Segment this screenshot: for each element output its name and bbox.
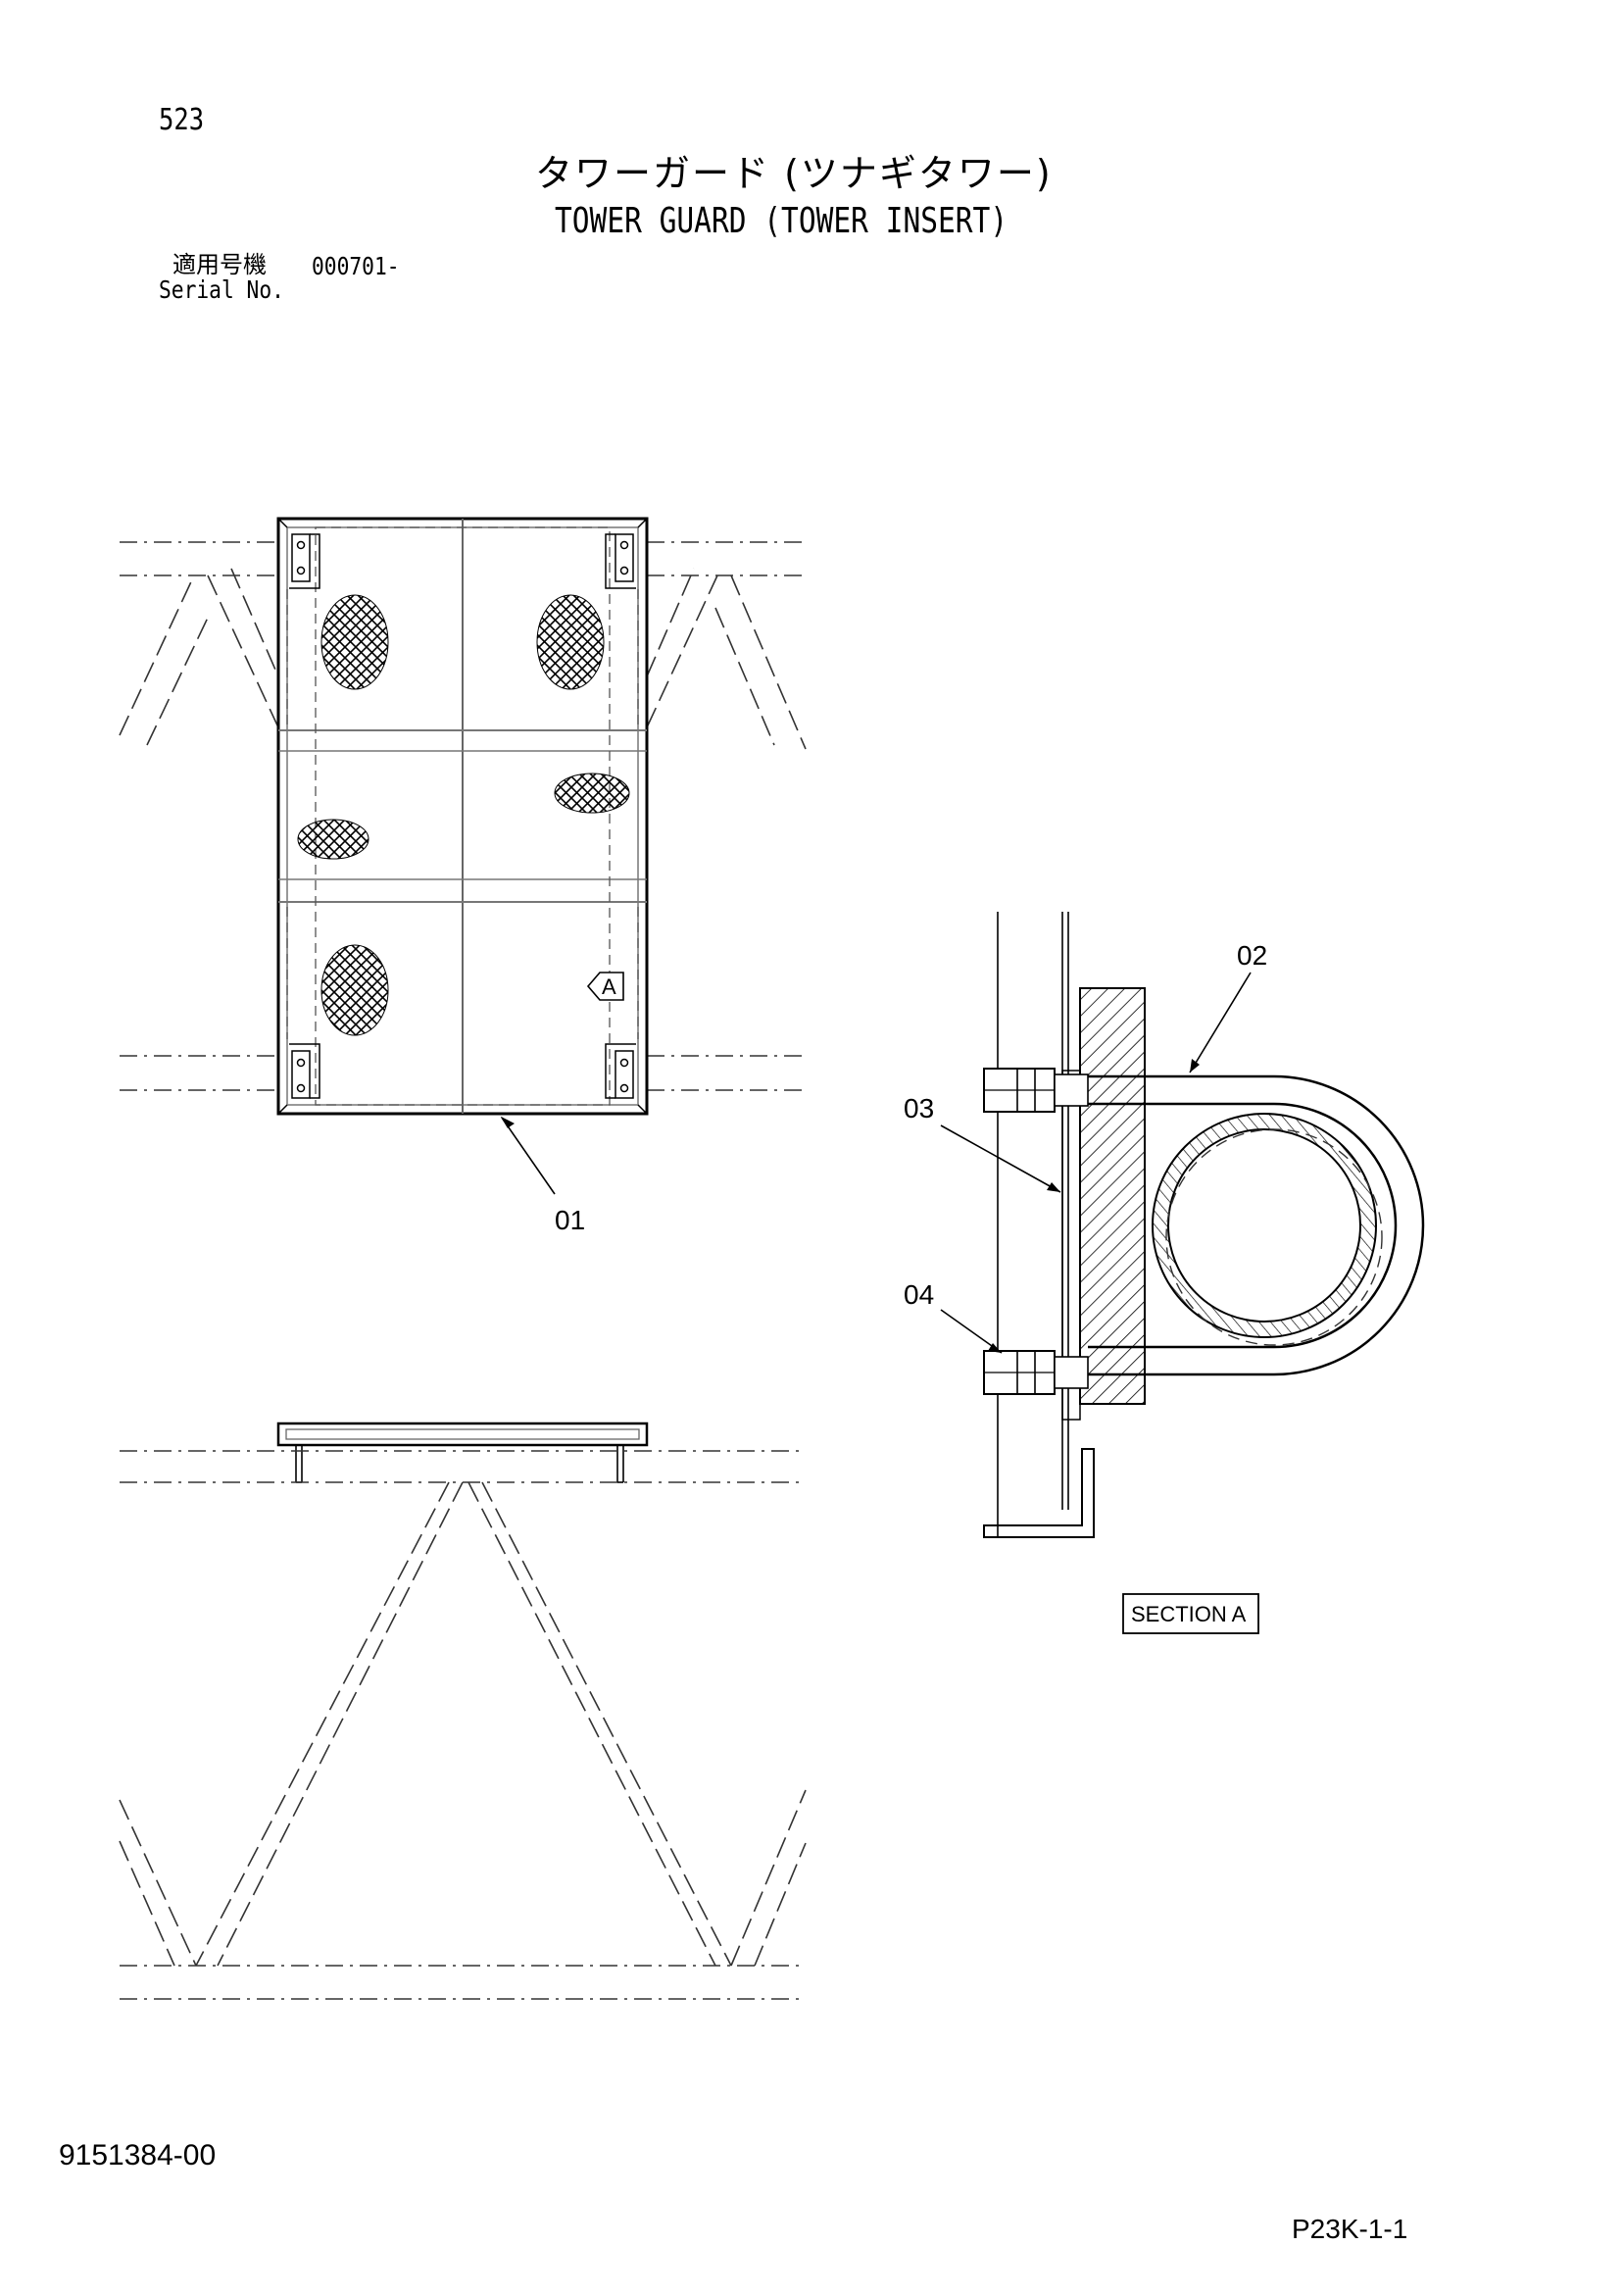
corner-clamp-brackets [289, 533, 636, 1099]
tower-diagonals-side-view [119, 1481, 807, 1967]
tower-lattice-side-view [120, 1450, 806, 2000]
callout-04-label: 04 [904, 1279, 934, 1310]
page-number: 523 [159, 103, 205, 137]
section-view-marker: A [586, 972, 624, 1001]
document-number: 9151384-00 [59, 2139, 217, 2171]
view-marker-label: A [602, 974, 616, 999]
callout-03-label: 03 [904, 1093, 934, 1123]
callout-03: 03 [904, 1093, 1061, 1193]
page-code: P23K-1-1 [1292, 2214, 1408, 2244]
callout-01-label: 01 [555, 1205, 585, 1235]
callout-01: 01 [500, 1116, 585, 1235]
callout-02: 02 [1189, 940, 1267, 1073]
serial-label-english: Serial No. [159, 275, 284, 304]
callout-04: 04 [904, 1279, 1003, 1354]
title-english: TOWER GUARD (TOWER INSERT) [555, 201, 1008, 241]
tower-lattice-top-view [120, 541, 806, 1091]
serial-label-japanese: 適用号機 [172, 251, 267, 278]
section-a-label-text: SECTION A [1131, 1602, 1247, 1626]
serial-number-value: 000701- [312, 252, 400, 280]
section-a-label: SECTION A [1122, 1593, 1259, 1634]
tower-guard-side-view [276, 1422, 649, 1483]
section-a-view [983, 912, 1425, 1538]
tower-guard-plate-top-view [276, 517, 649, 1116]
mesh-patches [297, 594, 630, 1036]
title-japanese: タワーガード (ツナギタワー) [535, 152, 1053, 195]
callout-02-label: 02 [1237, 940, 1267, 971]
tower-diagonals-top-view [119, 568, 807, 750]
